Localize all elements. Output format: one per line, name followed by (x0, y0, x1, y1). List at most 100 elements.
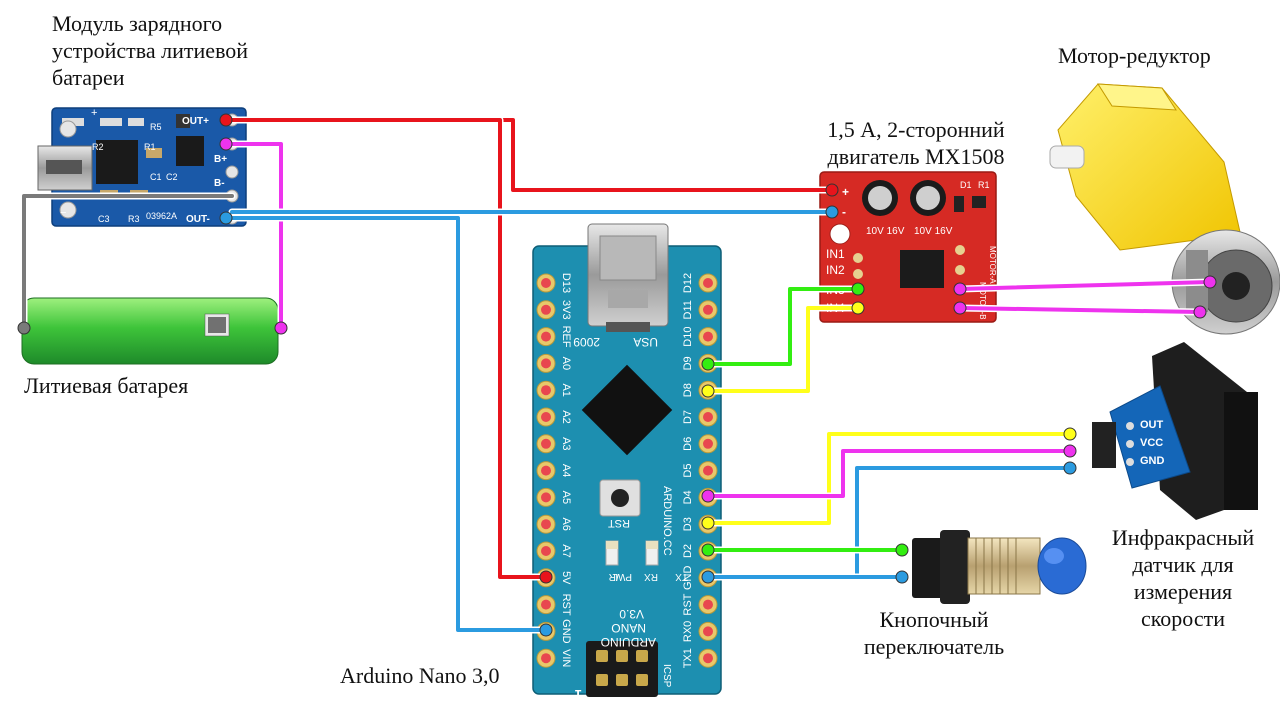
charger-part-label: 03962A (146, 211, 177, 221)
driver-mark-label: + (842, 185, 849, 199)
arduino-pin-label: D13 (560, 273, 572, 293)
arduino-text: ARDUINO (601, 635, 656, 649)
arduino-pin-label: REF (560, 326, 572, 348)
charger-label: Модуль зарядного устройства литиевой бат… (52, 10, 248, 91)
arduino-text: RST (608, 517, 630, 529)
arduino-label: Arduino Nano 3,0 (340, 663, 500, 688)
mx1508-driver-board: 10V 16V 10V 16V D1 R1 + - IN1 IN2 IN3 IN… (819, 171, 997, 323)
arduino-pin-hole (541, 304, 551, 315)
arduino-pin-hole (541, 412, 551, 422)
charger-part-label: R3 (128, 214, 140, 224)
arduino-text: V3.0 (619, 607, 644, 621)
ir-pin-label: GND (1140, 455, 1165, 467)
arduino-pin-label: D8 (682, 383, 694, 397)
arduino-pin-label: D4 (682, 490, 694, 504)
arduino-pin-label: RST (560, 594, 572, 616)
arduino-text: USA (633, 335, 658, 349)
arduino-pin-hole (703, 626, 713, 637)
ir-sensor-label-line: датчик для (1132, 552, 1234, 577)
driver-label-line: 1,5 А, 2-сторонний (827, 117, 1005, 142)
charger-pin-label: OUT+ (182, 116, 209, 127)
driver-cap-label: 10V 16V (914, 226, 953, 237)
arduino-text: 2009 (573, 335, 600, 349)
button-label-line: переключатель (863, 634, 1005, 659)
arduino-pin-label: A5 (560, 491, 572, 504)
arduino-text: ARDUINO.CC (661, 486, 673, 556)
driver-label: 1,5 А, 2-сторонний двигатель MX1508 (796, 116, 1036, 170)
arduino-pin-label: D3 (682, 517, 694, 531)
charger-part-label: C1 (150, 172, 162, 182)
arduino-led-label: L (612, 571, 618, 582)
arduino-pin-hole (541, 599, 551, 610)
driver-cap-label: 10V 16V (866, 226, 905, 237)
arduino-pin-hole (541, 278, 551, 288)
arduino-pin-hole (703, 278, 713, 288)
arduino-pin-hole (541, 546, 551, 556)
charger-part-label: R2 (92, 142, 104, 152)
arduino-pin-label: RST (682, 593, 694, 615)
arduino-pin-label: 5V (560, 571, 572, 585)
charger-part-label: R1 (144, 142, 156, 152)
driver-label-line: двигатель MX1508 (827, 144, 1005, 169)
arduino-pin-label: D7 (682, 410, 694, 424)
ir-sensor-label-line: скорости (1140, 606, 1226, 631)
driver-mark-label: R1 (978, 180, 990, 190)
arduino-pin-label: A4 (560, 464, 572, 477)
ir-pin-label: OUT (1140, 419, 1164, 431)
arduino-pin-hole (703, 653, 713, 664)
arduino-pin-hole (541, 492, 551, 503)
wire-power-positive (228, 116, 836, 194)
arduino-pin-label: A7 (560, 544, 572, 557)
gear-motor (1049, 83, 1280, 335)
arduino-pin-hole (541, 465, 551, 476)
arduino-pin-hole (541, 331, 551, 342)
charger-label-line: батареи (52, 65, 125, 90)
arduino-pin-label: VIN (560, 649, 572, 667)
arduino-pin-label: D2 (682, 544, 694, 558)
wire-d4-ir-vcc (704, 447, 1074, 500)
arduino-pin-label: D12 (682, 273, 694, 293)
charger-pin-label: B- (214, 178, 225, 189)
battery-label: Литиевая батарея (24, 373, 189, 398)
arduino-pin-hole (703, 412, 713, 422)
driver-output-label: MOTOR-B (978, 282, 987, 320)
arduino-pin-label: A1 (560, 383, 572, 396)
push-button-switch (912, 530, 1087, 604)
arduino-pin-label: GND (682, 566, 694, 591)
arduino-led-label: RX (644, 571, 658, 582)
ir-sensor-label-line: измерения (1133, 579, 1233, 604)
arduino-pin-hole (703, 599, 713, 610)
arduino-pin-label: A6 (560, 517, 572, 530)
lithium-battery (21, 297, 279, 365)
driver-mark-label: D1 (960, 180, 972, 190)
charger-label-line: Модуль зарядного (52, 11, 223, 36)
arduino-pin-label: GND (560, 619, 572, 644)
arduino-pin-label: 3V3 (560, 300, 572, 320)
driver-input-label: IN1 (826, 247, 845, 261)
arduino-pin-label: D10 (682, 327, 694, 347)
driver-input-label: IN2 (826, 263, 845, 277)
arduino-pin-hole (703, 331, 713, 342)
arduino-pin-hole (541, 358, 551, 369)
arduino-pin-hole (541, 385, 551, 396)
charger-board: − + R2 R5 R1 C1 C2 C3 R3 03962A OUT+ B+ … (37, 107, 247, 227)
charger-part-label: + (91, 107, 97, 119)
charger-part-label: − (60, 207, 66, 219)
arduino-pin-label: A2 (560, 410, 572, 423)
charger-part-label: C2 (166, 172, 178, 182)
arduino-pin-label: D11 (682, 300, 694, 319)
arduino-pin-hole (703, 438, 713, 449)
arduino-text: NANO (611, 621, 646, 635)
arduino-pin-label: A0 (560, 357, 572, 370)
driver-output-label: MOTOR-A (988, 246, 997, 284)
ir-sensor-label: Инфракрасный датчик для измерения скорос… (1086, 524, 1280, 632)
charger-part-label: C3 (98, 214, 110, 224)
ir-speed-sensor: OUT VCC GND (1092, 342, 1258, 520)
arduino-pin-hole (541, 438, 551, 449)
arduino-pin-label: D9 (682, 356, 694, 370)
arduino-led-label: TX (675, 571, 688, 582)
arduino-pin-hole (541, 653, 551, 664)
arduino-led-label: PWR (609, 571, 632, 582)
